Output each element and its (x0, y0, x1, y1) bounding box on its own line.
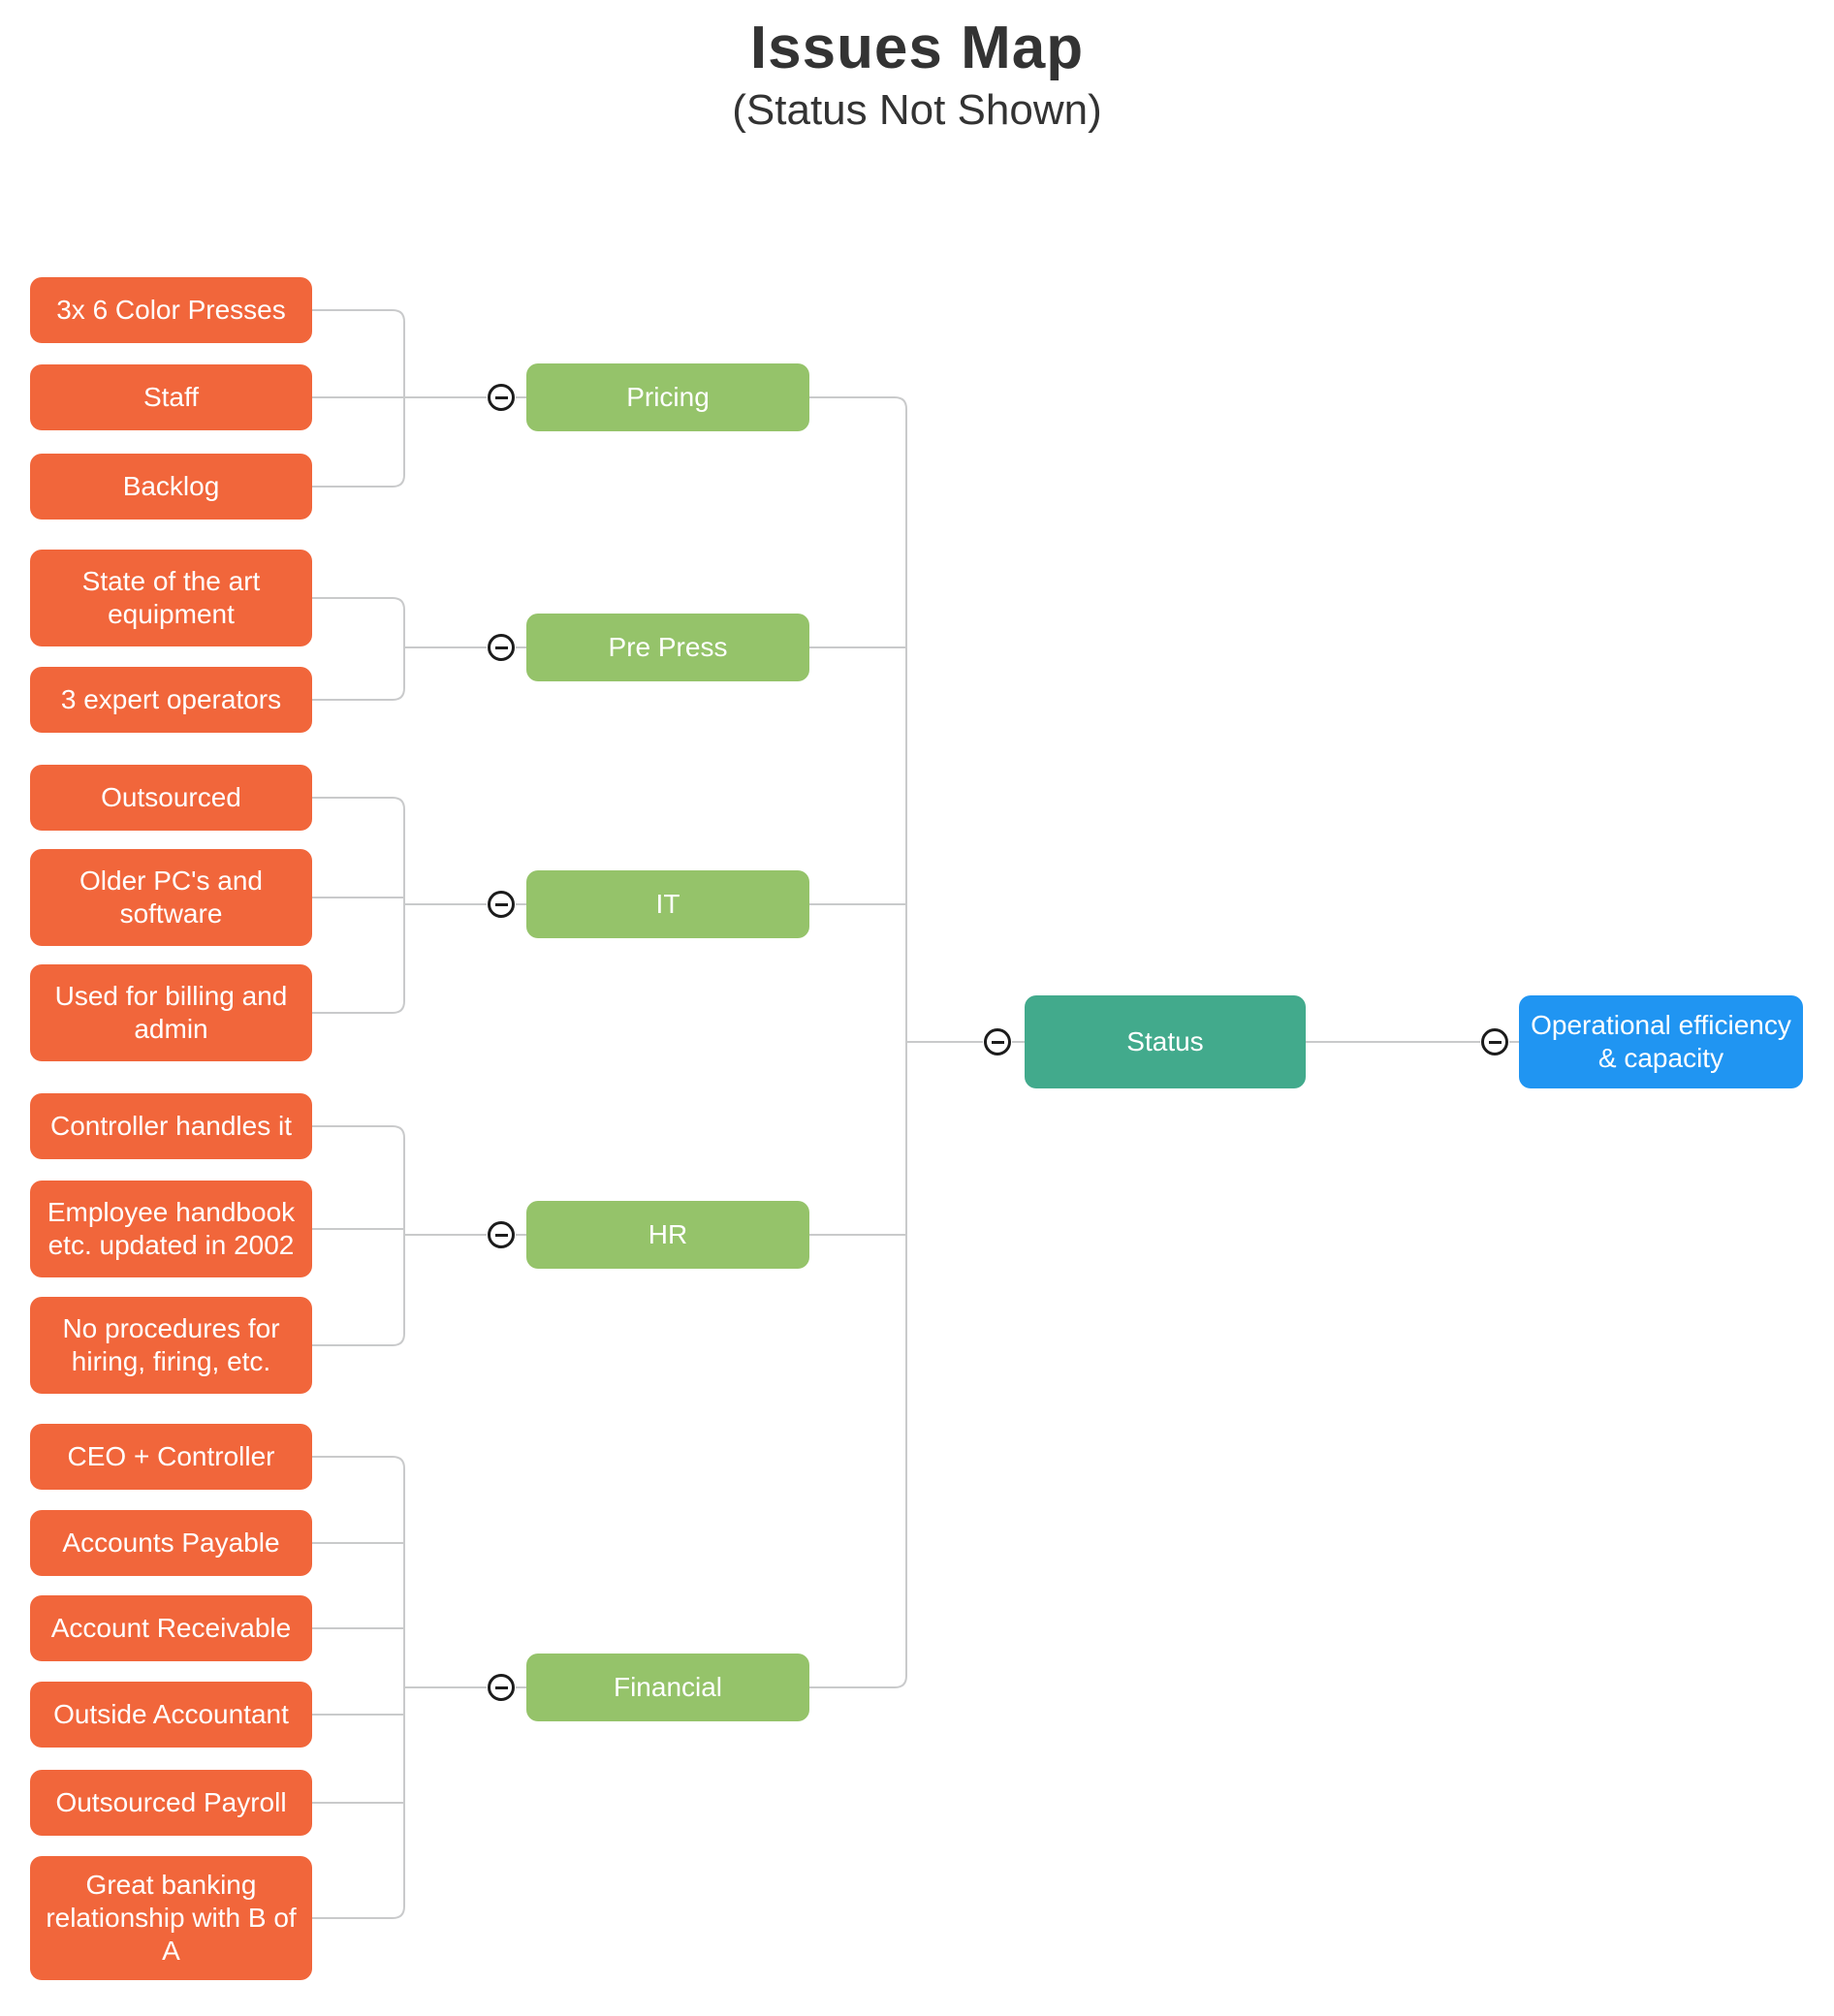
issue-label: Outsourced (101, 782, 241, 812)
topic-label: HR (648, 1219, 688, 1249)
collapse-toggle-status[interactable] (984, 1028, 1011, 1055)
collapse-toggle-it[interactable] (488, 891, 515, 918)
issue-node[interactable]: CEO + Controller (30, 1424, 312, 1490)
minus-icon (494, 902, 508, 906)
issue-node[interactable]: Older PC's and software (30, 849, 312, 946)
issue-node[interactable]: Employee handbook etc. updated in 2002 (30, 1181, 312, 1277)
issue-label: Controller handles it (49, 1111, 293, 1141)
status-label: Status (1126, 1026, 1204, 1056)
page-subtitle: (Status Not Shown) (732, 86, 1102, 134)
topic-node-pre-press[interactable]: Pre Press (526, 614, 809, 681)
topic-node-pricing[interactable]: Pricing (526, 363, 809, 431)
issue-node[interactable]: Great banking relationship with B of A (30, 1856, 312, 1980)
topic-node-it[interactable]: IT (526, 870, 809, 938)
topic-label: Pricing (626, 382, 710, 412)
issue-label: Older PC's and software (79, 866, 263, 929)
issue-label: Employee handbook etc. updated in 2002 (47, 1197, 296, 1260)
status-node[interactable]: Status (1025, 995, 1306, 1088)
issue-label: CEO + Controller (67, 1441, 275, 1471)
collapse-toggle-financial[interactable] (488, 1674, 515, 1701)
topic-label: Financial (613, 1672, 723, 1702)
topic-label: Pre Press (608, 632, 728, 662)
issue-node[interactable]: Controller handles it (30, 1093, 312, 1159)
root-node[interactable]: Operational efficiency & capacity (1519, 995, 1803, 1088)
minus-icon (494, 1233, 508, 1237)
issue-label: No procedures for hiring, firing, etc. (62, 1313, 280, 1376)
collapse-toggle-root[interactable] (1481, 1028, 1508, 1055)
topic-label: IT (655, 889, 680, 919)
issue-node[interactable]: Accounts Payable (30, 1510, 312, 1576)
collapse-toggle-pre-press[interactable] (488, 634, 515, 661)
issue-label: 3 expert operators (60, 684, 282, 714)
minus-icon (494, 395, 508, 399)
collapse-toggle-hr[interactable] (488, 1221, 515, 1248)
root-label: Operational efficiency & capacity (1531, 1010, 1791, 1073)
issue-node[interactable]: 3x 6 Color Presses (30, 277, 312, 343)
issue-node[interactable]: Outsourced (30, 765, 312, 831)
issue-node[interactable]: Account Receivable (30, 1595, 312, 1661)
issue-label: Staff (142, 382, 200, 412)
issue-label: Great banking relationship with B of A (46, 1870, 297, 1966)
minus-icon (494, 646, 508, 649)
minus-icon (991, 1040, 1004, 1044)
issue-node[interactable]: Used for billing and admin (30, 964, 312, 1061)
topic-node-hr[interactable]: HR (526, 1201, 809, 1269)
issue-node[interactable]: Backlog (30, 454, 312, 520)
issue-label: State of the art equipment (81, 566, 261, 629)
issue-node[interactable]: No procedures for hiring, firing, etc. (30, 1297, 312, 1394)
issue-label: Used for billing and admin (54, 981, 288, 1044)
issue-node[interactable]: Outside Accountant (30, 1682, 312, 1748)
issue-label: Outsourced Payroll (55, 1787, 287, 1817)
issue-label: 3x 6 Color Presses (56, 295, 286, 325)
issue-node[interactable]: State of the art equipment (30, 550, 312, 646)
collapse-toggle-pricing[interactable] (488, 384, 515, 411)
minus-icon (1488, 1040, 1502, 1044)
issue-node[interactable]: Outsourced Payroll (30, 1770, 312, 1836)
page-title: Issues Map (749, 15, 1085, 81)
issue-label: Backlog (122, 471, 220, 501)
issue-label: Account Receivable (50, 1613, 292, 1643)
title-block: Issues Map (Status Not Shown) (0, 14, 1834, 135)
topic-node-financial[interactable]: Financial (526, 1654, 809, 1721)
issue-node[interactable]: 3 expert operators (30, 667, 312, 733)
minus-icon (494, 1685, 508, 1689)
issue-node[interactable]: Staff (30, 364, 312, 430)
issue-label: Accounts Payable (62, 1528, 280, 1558)
issue-label: Outside Accountant (53, 1699, 289, 1729)
